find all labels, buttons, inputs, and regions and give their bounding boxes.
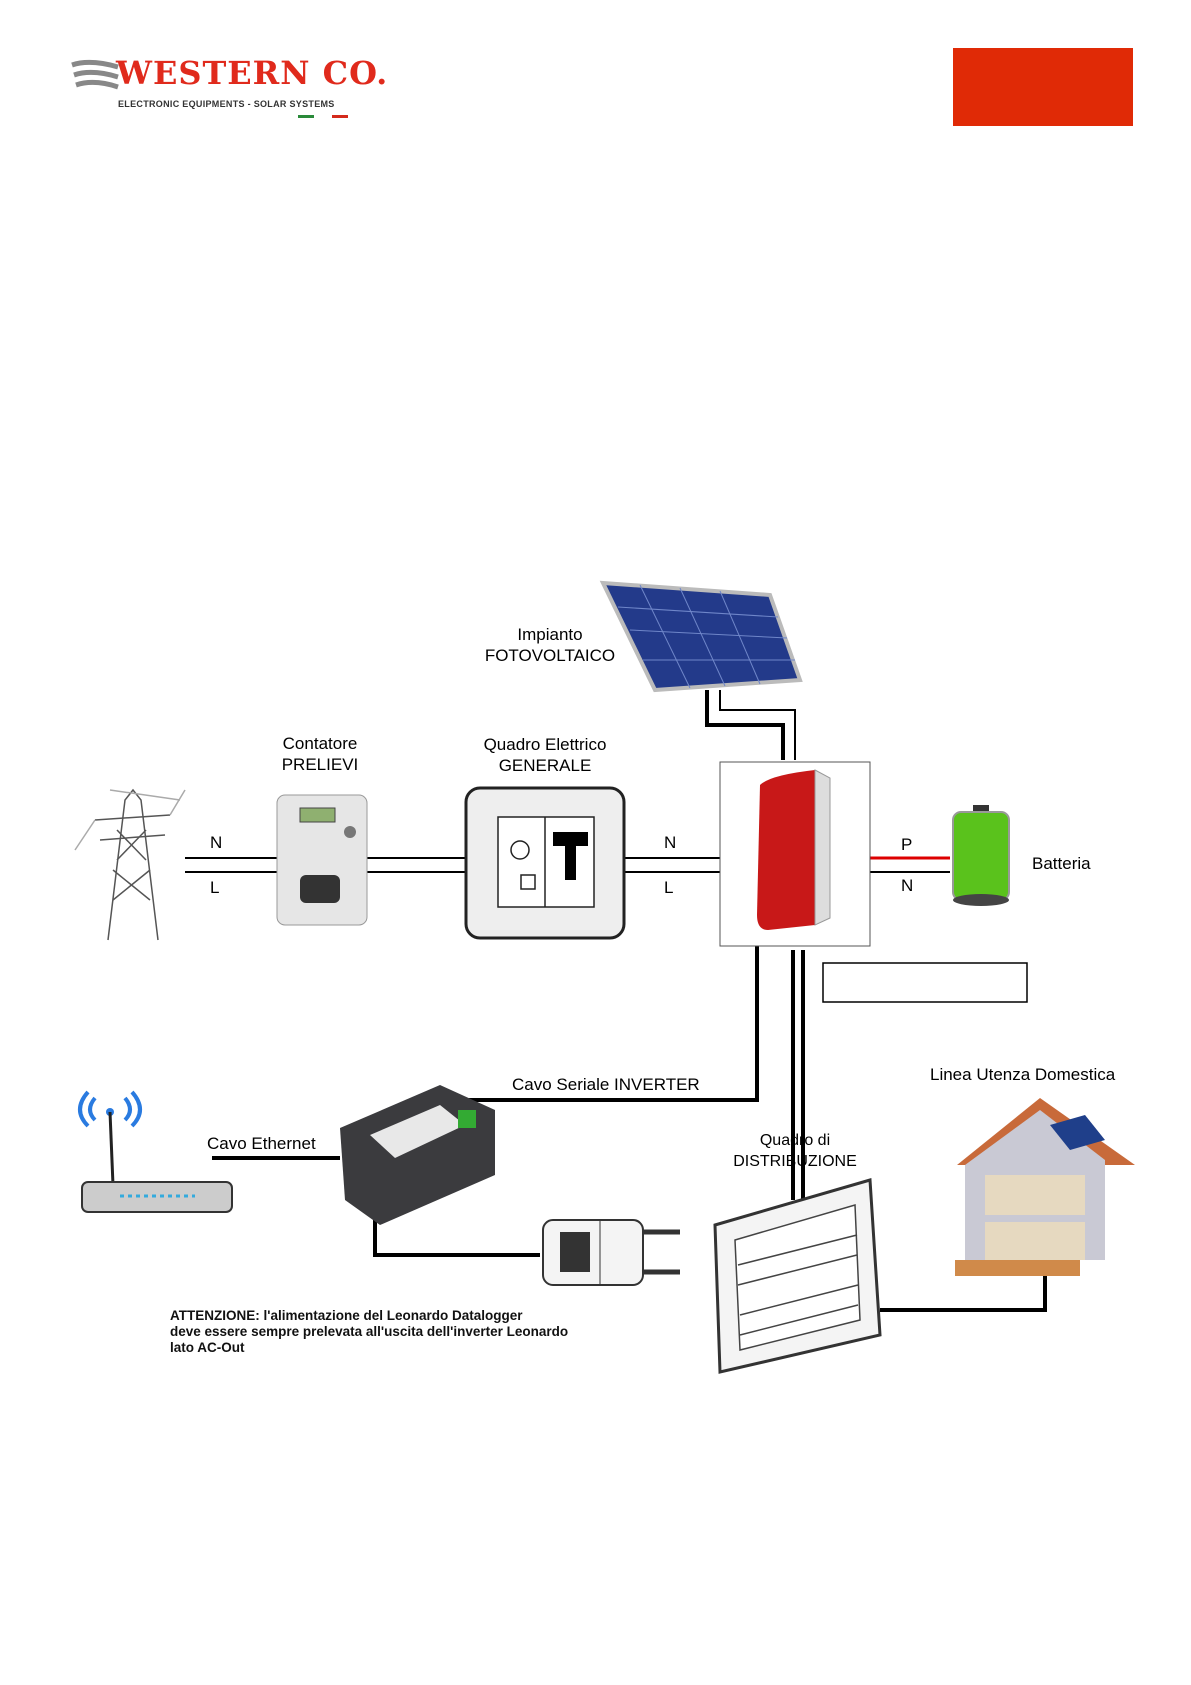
battery-icon	[952, 805, 1010, 906]
logo-stripes-icon	[71, 59, 119, 90]
logo-tagline: ELECTRONIC EQUIPMENTS - SOLAR SYSTEMS	[118, 99, 335, 109]
header-red-block	[953, 48, 1133, 126]
grid-wire-l: L	[210, 878, 220, 897]
grid-wire-n: N	[210, 833, 223, 852]
flag-stripes	[298, 115, 314, 118]
house-icon	[955, 1098, 1135, 1276]
ethernet-cable-label: Cavo Ethernet	[207, 1134, 316, 1153]
main-breaker-panel-icon	[464, 786, 626, 940]
inverter-wire-l: L	[664, 878, 674, 897]
wifi-router-icon	[78, 1090, 233, 1213]
inverter-wire-n: N	[664, 833, 677, 852]
electric-meter-icon	[276, 794, 368, 926]
company-logo: WESTERN CO. ELECTRONIC EQUIPMENTS - SOLA…	[70, 55, 387, 125]
battery-wire-p: P	[901, 835, 913, 854]
battery-label: Batteria	[1032, 854, 1091, 873]
power-tower-icon	[74, 788, 186, 941]
serial-cable-label: Cavo Seriale INVERTER	[512, 1075, 700, 1094]
flag-stripes-red	[332, 115, 348, 118]
warning-note: ATTENZIONE: l'alimentazione del Leonardo…	[170, 1308, 569, 1355]
empty-label-box	[822, 962, 1028, 1003]
inverter-icon	[719, 761, 871, 947]
house-label: Linea Utenza Domestica	[930, 1065, 1116, 1084]
datalogger-icon	[340, 1085, 495, 1225]
battery-wire-n: N	[901, 876, 914, 895]
distribution-panel-icon	[713, 1178, 882, 1374]
power-plug-icon	[542, 1219, 680, 1286]
solar-panel-icon	[599, 580, 803, 693]
logo-name: WESTERN CO.	[116, 54, 389, 92]
